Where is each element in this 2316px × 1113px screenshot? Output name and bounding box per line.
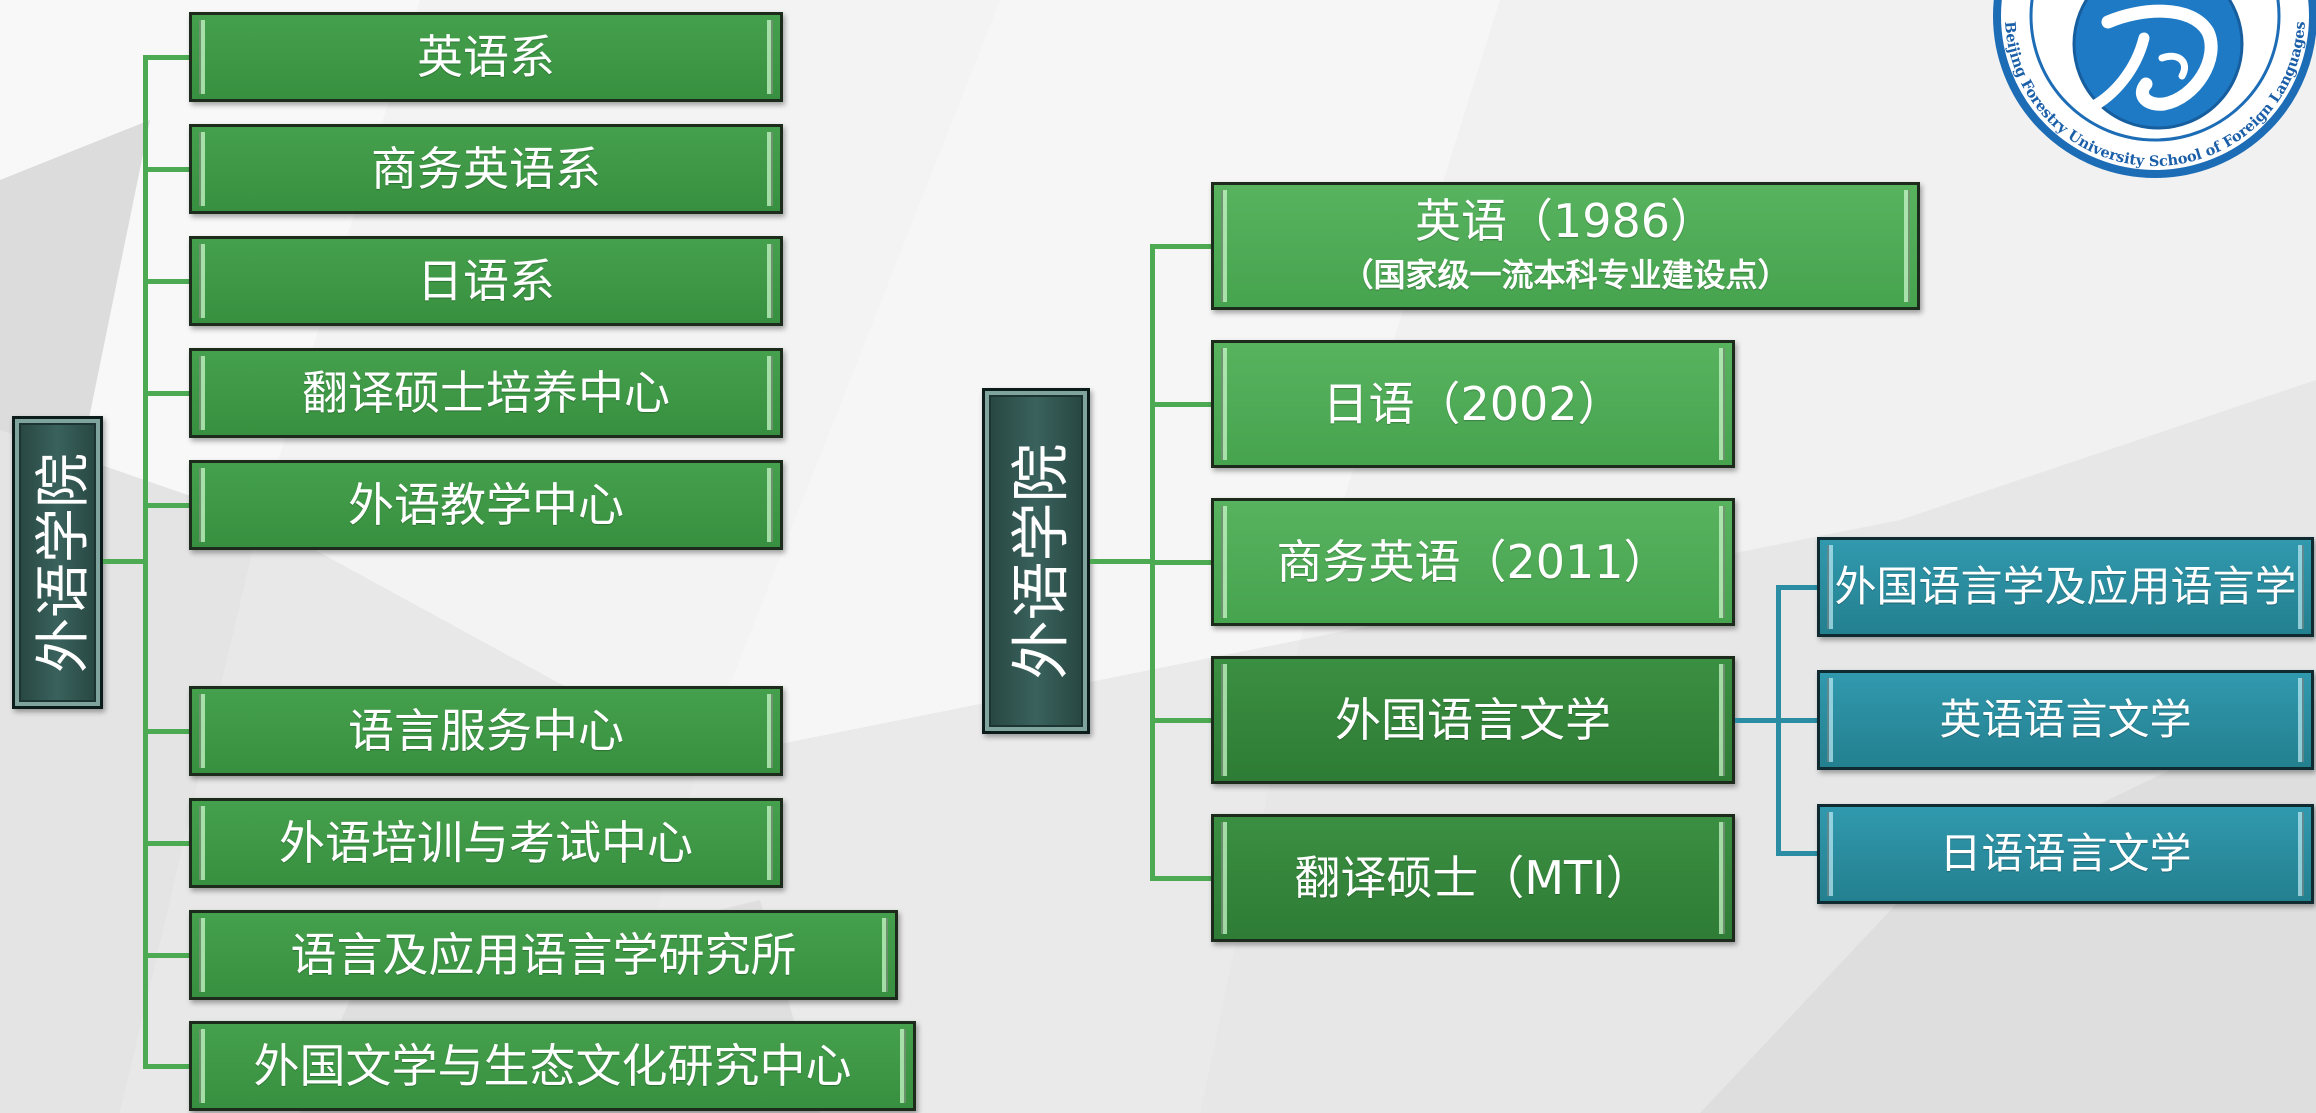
right-branch-line	[1150, 560, 1211, 565]
unit-linguistics-institute: 语言及应用语言学研究所	[189, 910, 898, 1000]
left-root-label: 外语学院	[30, 452, 95, 673]
unit-business-english-dept: 商务英语系	[189, 124, 783, 214]
sub-branch-line	[1776, 851, 1817, 856]
sub-root-connector	[1735, 718, 1780, 723]
left-trunk-line	[143, 55, 148, 1069]
left-branch-line	[143, 391, 189, 396]
unit-foreign-language-teaching-center: 外语教学中心	[189, 460, 783, 550]
sub-branch-line	[1776, 718, 1817, 723]
sub-japanese-literature: 日语语言文学	[1817, 804, 2314, 904]
unit-label: 外语教学中心	[348, 477, 624, 532]
left-branch-line	[143, 953, 189, 958]
unit-label: 语言服务中心	[348, 703, 624, 758]
left-branch-line	[143, 279, 189, 284]
calligraphy-emblem-icon	[2072, 0, 2244, 130]
right-branch-line	[1150, 718, 1211, 723]
major-label: 商务英语（2011）	[1276, 534, 1670, 589]
right-branch-line	[1150, 876, 1211, 881]
major-japanese: 日语（2002）	[1211, 340, 1735, 468]
unit-japanese-dept: 日语系	[189, 236, 783, 326]
unit-label: 语言及应用语言学研究所	[290, 927, 797, 982]
sub-label: 日语语言文学	[1939, 828, 2192, 878]
major-mti: 翻译硕士（MTI）	[1211, 814, 1735, 942]
left-branch-line	[143, 1064, 189, 1069]
major-label: 日语（2002）	[1322, 376, 1624, 431]
left-branch-line	[143, 841, 189, 846]
sub-branch-line	[1776, 585, 1817, 590]
left-root-connector	[103, 559, 145, 564]
major-foreign-literature: 外国语言文学	[1211, 656, 1735, 784]
left-root-node: 外语学院	[12, 416, 103, 709]
sub-label: 外国语言学及应用语言学	[1834, 561, 2297, 611]
unit-label: 日语系	[417, 253, 555, 308]
major-label: 外国语言文学	[1335, 692, 1611, 747]
unit-label: 外国文学与生态文化研究中心	[253, 1038, 852, 1093]
right-root-label: 外语学院	[1006, 442, 1076, 680]
right-branch-line	[1150, 402, 1211, 407]
major-label: 英语（1986）	[1414, 193, 1717, 248]
right-root-connector	[1090, 559, 1152, 564]
school-logo: Beijing Forestry University School of Fo…	[1993, 0, 2316, 178]
unit-label: 英语系	[417, 29, 555, 84]
unit-mti-training-center: 翻译硕士培养中心	[189, 348, 783, 438]
sub-english-literature: 英语语言文学	[1817, 670, 2314, 770]
left-branch-line	[143, 167, 189, 172]
major-note: （国家级一流本科专业建设点）	[1341, 256, 1790, 295]
major-english: 英语（1986） （国家级一流本科专业建设点）	[1211, 182, 1920, 310]
right-root-node: 外语学院	[982, 388, 1090, 734]
unit-literature-ecoculture-center: 外国文学与生态文化研究中心	[189, 1021, 916, 1111]
unit-language-service-center: 语言服务中心	[189, 686, 783, 776]
unit-label: 外语培训与考试中心	[279, 815, 693, 870]
major-label: 翻译硕士（MTI）	[1294, 850, 1652, 905]
left-branch-line	[143, 729, 189, 734]
unit-training-testing-center: 外语培训与考试中心	[189, 798, 783, 888]
unit-label: 商务英语系	[371, 141, 601, 196]
sub-linguistics: 外国语言学及应用语言学	[1817, 537, 2314, 637]
left-branch-line	[143, 55, 189, 60]
unit-label: 翻译硕士培养中心	[302, 365, 670, 420]
left-branch-line	[143, 503, 189, 508]
sub-label: 英语语言文学	[1939, 694, 2192, 744]
major-business-english: 商务英语（2011）	[1211, 498, 1735, 626]
unit-english-dept: 英语系	[189, 12, 783, 102]
right-branch-line	[1150, 244, 1211, 249]
